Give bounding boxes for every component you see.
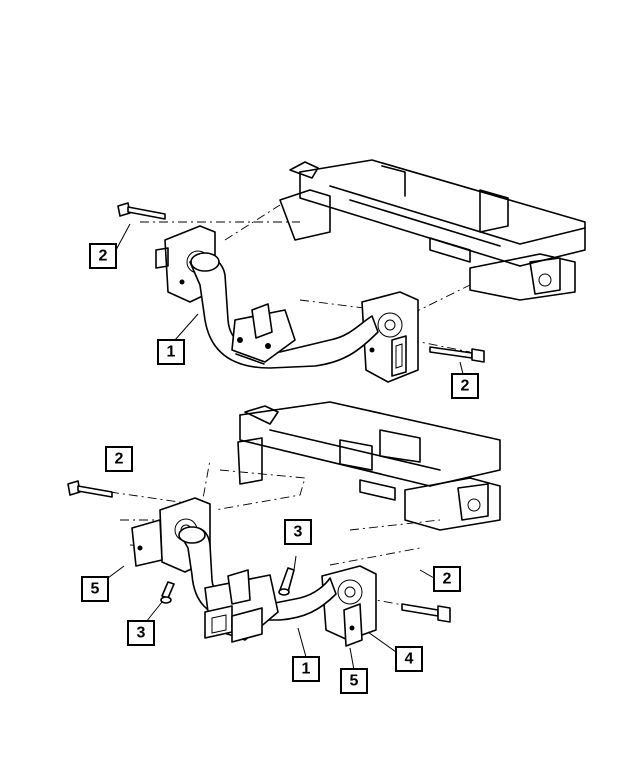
top-hitch-tube	[189, 252, 379, 369]
callout-label: 2	[461, 378, 470, 395]
top-assembly	[115, 159, 586, 383]
top-left-bolt	[117, 202, 166, 220]
callout-label: 1	[302, 661, 311, 678]
top-right-bracket	[361, 291, 419, 383]
callout-label: 3	[294, 524, 303, 541]
callout-label: 4	[405, 651, 414, 668]
callout-label: 2	[443, 571, 452, 588]
callout-bottom-2-upper-left: 2	[105, 446, 133, 472]
callout-bottom-5-lower: 5	[340, 668, 368, 694]
bottom-hitch-tube	[178, 526, 337, 643]
top-frame-rails	[279, 159, 586, 301]
bottom-right-bolt	[401, 603, 451, 623]
callout-label: 1	[167, 344, 176, 361]
bottom-frame-rails	[237, 401, 501, 531]
callout-top-2-right: 2	[451, 373, 479, 399]
callout-label: 2	[99, 248, 108, 265]
top-right-bolt	[429, 346, 485, 363]
bottom-left-fastener	[160, 581, 175, 604]
callout-label: 2	[115, 451, 124, 468]
callout-label: 5	[350, 673, 359, 690]
bottom-left-bolt	[67, 480, 113, 498]
bottom-assembly	[67, 401, 501, 671]
bottom-center-fastener	[278, 567, 295, 596]
callout-bottom-1: 1	[292, 656, 320, 682]
callout-bottom-5-left: 5	[81, 576, 109, 602]
bottom-right-bracket	[321, 565, 377, 647]
callout-bottom-3-left: 3	[127, 620, 155, 646]
callout-bottom-2-right: 2	[433, 566, 461, 592]
callout-bottom-4: 4	[395, 646, 423, 672]
callout-label: 3	[137, 625, 146, 642]
callout-top-1: 1	[157, 339, 185, 365]
callout-top-2-left: 2	[89, 243, 117, 269]
callout-bottom-3-center: 3	[284, 519, 312, 545]
callout-label: 5	[91, 581, 100, 598]
